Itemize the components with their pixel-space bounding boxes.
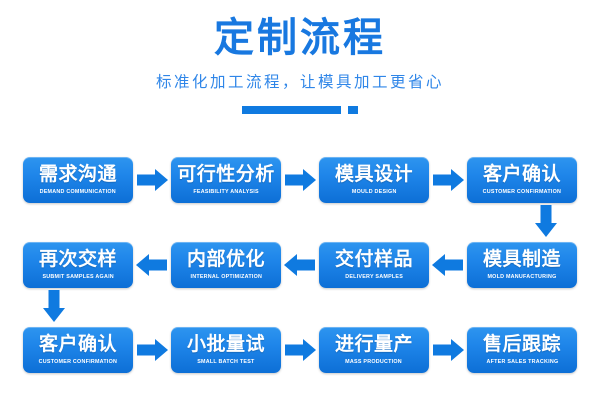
flow-node-label-cn: 客户确认 xyxy=(482,164,561,186)
flow-node-label-en: AFTER SALES TRACKING xyxy=(486,358,558,365)
page-header: 定制流程 标准化加工流程，让模具加工更省心 xyxy=(0,0,600,115)
flow-node-label-en: CUSTOMER CONFIRMATION xyxy=(482,188,562,195)
flow-node-mold-manufacturing[interactable]: 模具制造 MOLD MANUFACTURING xyxy=(467,242,577,288)
arrow-right-icon xyxy=(133,169,171,191)
flow-node-label-en: FEASIBILITY ANALYSIS xyxy=(193,188,259,195)
flow-node-label-cn: 客户确认 xyxy=(38,334,117,356)
flow-node-label-cn: 模具设计 xyxy=(334,164,413,186)
flow-node-label-cn: 进行量产 xyxy=(334,334,413,356)
arrow-down-icon xyxy=(534,205,558,239)
flow-node-label-en: MOLD MANUFACTURING xyxy=(487,273,557,280)
arrow-down-icon xyxy=(42,290,66,324)
flow-node-customer-confirmation-2[interactable]: 客户确认 CUSTOMER CONFIRMATION xyxy=(23,327,133,373)
divider-bar xyxy=(242,106,341,115)
flow-node-demand-communication[interactable]: 需求沟通 DEMAND COMMUNICATION xyxy=(23,157,133,203)
flow-node-customer-confirmation-1[interactable]: 客户确认 CUSTOMER CONFIRMATION xyxy=(467,157,577,203)
flow-node-label-cn: 模具制造 xyxy=(482,249,561,271)
flow-node-internal-optimization[interactable]: 内部优化 INTERNAL OPTIMIZATION xyxy=(171,242,281,288)
flow-node-label-en: INTERNAL OPTIMIZATION xyxy=(190,273,262,280)
flow-node-label-en: DELIVERY SAMPLES xyxy=(345,273,403,280)
flow-node-feasibility-analysis[interactable]: 可行性分析 FEASIBILITY ANALYSIS xyxy=(171,157,281,203)
header-divider xyxy=(0,106,600,115)
flow-node-small-batch-test[interactable]: 小批量试 SMALL BATCH TEST xyxy=(171,327,281,373)
process-flowchart: 需求沟通 DEMAND COMMUNICATION 可行性分析 FEASIBIL… xyxy=(0,156,600,374)
flow-node-label-cn: 内部优化 xyxy=(186,249,265,271)
arrow-left-icon xyxy=(133,254,171,276)
flow-node-label-cn: 需求沟通 xyxy=(38,164,117,186)
flow-node-label-en: MASS PRODUCTION xyxy=(345,358,403,365)
flow-node-mould-design[interactable]: 模具设计 MOULD DESIGN xyxy=(319,157,429,203)
arrow-right-icon xyxy=(133,339,171,361)
divider-dot xyxy=(348,106,358,115)
flow-node-delivery-samples[interactable]: 交付样品 DELIVERY SAMPLES xyxy=(319,242,429,288)
flow-row-2: 再次交样 SUBMIT SAMPLES AGAIN 内部优化 INTERNAL … xyxy=(0,241,600,322)
flow-node-label-en: DEMAND COMMUNICATION xyxy=(39,188,117,195)
flow-row-1: 需求沟通 DEMAND COMMUNICATION 可行性分析 FEASIBIL… xyxy=(0,156,600,237)
arrow-left-icon xyxy=(281,254,319,276)
flow-node-submit-samples-again[interactable]: 再次交样 SUBMIT SAMPLES AGAIN xyxy=(23,242,133,288)
page-subtitle: 标准化加工流程，让模具加工更省心 xyxy=(155,73,444,91)
flow-node-label-cn: 小批量试 xyxy=(186,334,265,356)
flow-row-3: 客户确认 CUSTOMER CONFIRMATION 小批量试 SMALL BA… xyxy=(0,326,600,374)
flow-node-label-en: SMALL BATCH TEST xyxy=(197,358,255,365)
arrow-left-icon xyxy=(429,254,467,276)
arrow-right-icon xyxy=(281,169,319,191)
arrow-right-icon xyxy=(281,339,319,361)
flow-node-label-cn: 售后跟踪 xyxy=(482,334,561,356)
flow-node-mass-production[interactable]: 进行量产 MASS PRODUCTION xyxy=(319,327,429,373)
flow-node-label-en: MOULD DESIGN xyxy=(351,188,397,195)
page-title: 定制流程 xyxy=(214,16,386,60)
flow-node-label-en: CUSTOMER CONFIRMATION xyxy=(38,358,118,365)
flow-node-label-cn: 再次交样 xyxy=(38,249,117,271)
arrow-right-icon xyxy=(429,339,467,361)
flow-node-label-cn: 可行性分析 xyxy=(177,164,275,186)
flow-node-after-sales-tracking[interactable]: 售后跟踪 AFTER SALES TRACKING xyxy=(467,327,577,373)
flow-node-label-cn: 交付样品 xyxy=(334,249,413,271)
arrow-right-icon xyxy=(429,169,467,191)
flow-node-label-en: SUBMIT SAMPLES AGAIN xyxy=(42,273,114,280)
